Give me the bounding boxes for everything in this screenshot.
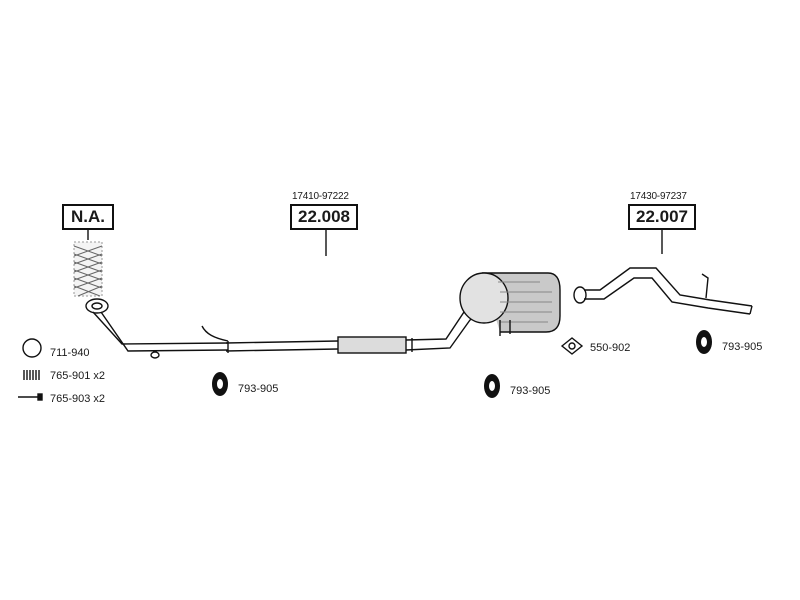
hanger-label-middle: 793-905 bbox=[510, 385, 551, 397]
part-box-na: N.A. bbox=[62, 204, 114, 230]
part-box-middle: 22.008 bbox=[290, 204, 358, 230]
rubber-hanger-icon bbox=[484, 374, 500, 398]
hanger-label-front: 793-905 bbox=[238, 383, 279, 395]
front-pipe bbox=[85, 298, 229, 359]
rear-pipe bbox=[573, 267, 753, 315]
rubber-hanger-icon bbox=[212, 372, 228, 396]
middle-ref-number: 17410-97222 bbox=[292, 191, 349, 202]
flange-gasket-icon bbox=[560, 337, 584, 355]
part-box-rear: 22.007 bbox=[628, 204, 696, 230]
spring-icon bbox=[23, 370, 40, 380]
rubber-hanger-icon bbox=[696, 330, 712, 354]
rear-silencer bbox=[459, 272, 561, 336]
bolt-icon bbox=[18, 393, 43, 401]
accessory-label-bolt: 765-903 x2 bbox=[50, 393, 106, 405]
gasket-label: 550-902 bbox=[590, 342, 631, 354]
flex-joint-icon bbox=[73, 241, 103, 297]
accessory-label-spring: 765-901 x2 bbox=[50, 370, 106, 382]
hanger-label-rear: 793-905 bbox=[722, 341, 763, 353]
middle-pipe bbox=[201, 299, 487, 354]
ring-gasket-icon bbox=[22, 338, 42, 358]
accessory-label-ring: 711-940 bbox=[50, 347, 90, 359]
rear-ref-number: 17430-97237 bbox=[630, 191, 687, 202]
